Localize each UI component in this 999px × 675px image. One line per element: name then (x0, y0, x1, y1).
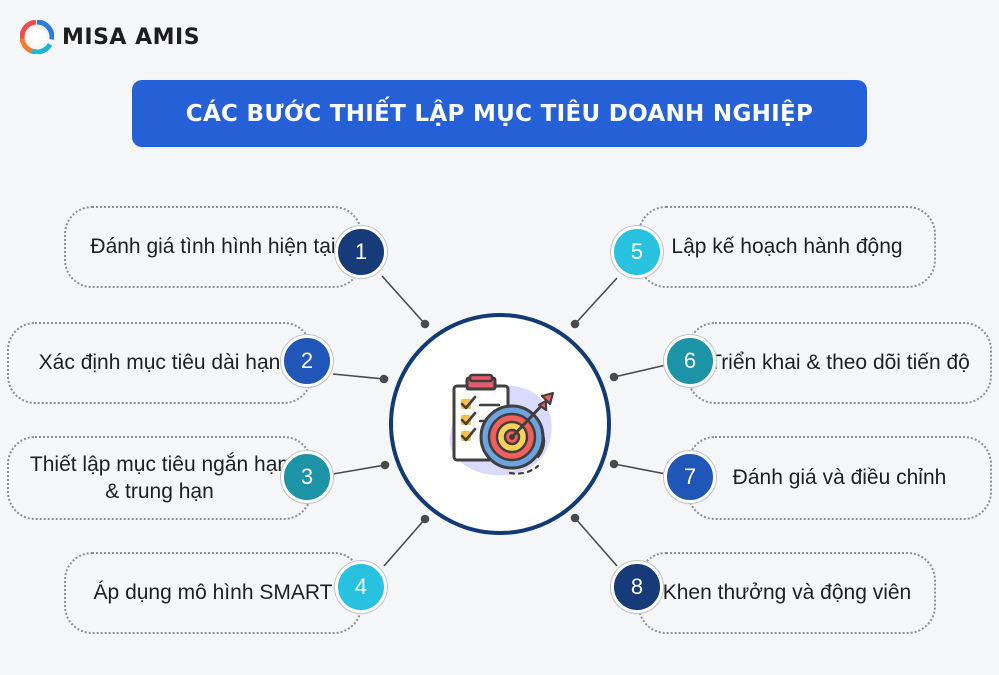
step-card-7: Đánh giá và điều chỉnh (687, 436, 992, 520)
step-card-6: Triển khai & theo dõi tiến độ (687, 322, 992, 404)
step-number-5: 5 (611, 226, 663, 278)
step-number-text-4: 4 (354, 574, 368, 599)
page-title: CÁC BƯỚC THIẾT LẬP MỤC TIÊU DOANH NGHIỆP (185, 100, 814, 127)
step-card-8: Khen thưởng và động viên (638, 552, 936, 634)
connector-1 (381, 275, 426, 325)
step-number-text-6: 6 (683, 348, 697, 373)
step-number-2: 2 (281, 335, 333, 387)
step-number-text-8: 8 (630, 574, 644, 599)
connector-dot-2 (379, 374, 389, 384)
connector-dot-7 (609, 459, 619, 469)
step-card-2: Xác định mục tiêu dài hạn (7, 322, 312, 404)
brand-name: MISA AMIS (62, 25, 201, 50)
step-label-2: Xác định mục tiêu dài hạn (38, 351, 281, 375)
brand-logo: MISA AMIS (20, 20, 200, 54)
step-number-7: 7 (664, 451, 716, 503)
connector-dot-8 (570, 513, 580, 523)
connector-dot-5 (570, 319, 580, 329)
step-label-1: Đánh giá tình hình hiện tại (90, 235, 336, 259)
connector-4 (383, 518, 426, 567)
connector-7 (613, 463, 667, 475)
step-label-5: Lập kế hoạch hành động (671, 235, 903, 259)
connector-dot-3 (380, 460, 390, 470)
title-banner: CÁC BƯỚC THIẾT LẬP MỤC TIÊU DOANH NGHIỆP (132, 80, 867, 147)
step-label-4: Áp dụng mô hình SMART (93, 581, 333, 605)
checklist-target-icon (449, 373, 555, 476)
step-card-5: Lập kế hoạch hành động (638, 206, 936, 288)
step-label-8: Khen thưởng và động viên (662, 581, 912, 605)
connector-6 (613, 364, 667, 378)
step-label-7: Đánh giá và điều chỉnh (732, 466, 947, 490)
connector-5 (574, 277, 618, 325)
step-card-1: Đánh giá tình hình hiện tại (64, 206, 362, 288)
step-number-8: 8 (611, 561, 663, 613)
step-number-text-2: 2 (300, 348, 314, 373)
step-label-3: Thiết lập mục tiêu ngắn hạn & trung hạn (29, 452, 290, 503)
step-label-6: Triển khai & theo dõi tiến độ (709, 351, 970, 375)
step-number-text-1: 1 (354, 239, 368, 264)
step-card-4: Áp dụng mô hình SMART (64, 552, 362, 634)
step-number-text-5: 5 (630, 239, 644, 264)
connector-3 (332, 464, 386, 475)
center-ring (389, 313, 611, 535)
step-number-1: 1 (335, 226, 387, 278)
connector-dot-1 (420, 319, 430, 329)
step-number-6: 6 (664, 335, 716, 387)
step-number-3: 3 (281, 451, 333, 503)
step-card-3: Thiết lập mục tiêu ngắn hạn & trung hạn (7, 436, 312, 520)
misa-amis-logo-icon (20, 20, 54, 54)
step-number-text-7: 7 (683, 464, 697, 489)
connector-2 (332, 373, 385, 380)
connector-dot-4 (420, 514, 430, 524)
connector-dot-6 (609, 372, 619, 382)
step-number-4: 4 (335, 561, 387, 613)
step-number-text-3: 3 (300, 464, 314, 489)
connector-8 (574, 517, 618, 567)
